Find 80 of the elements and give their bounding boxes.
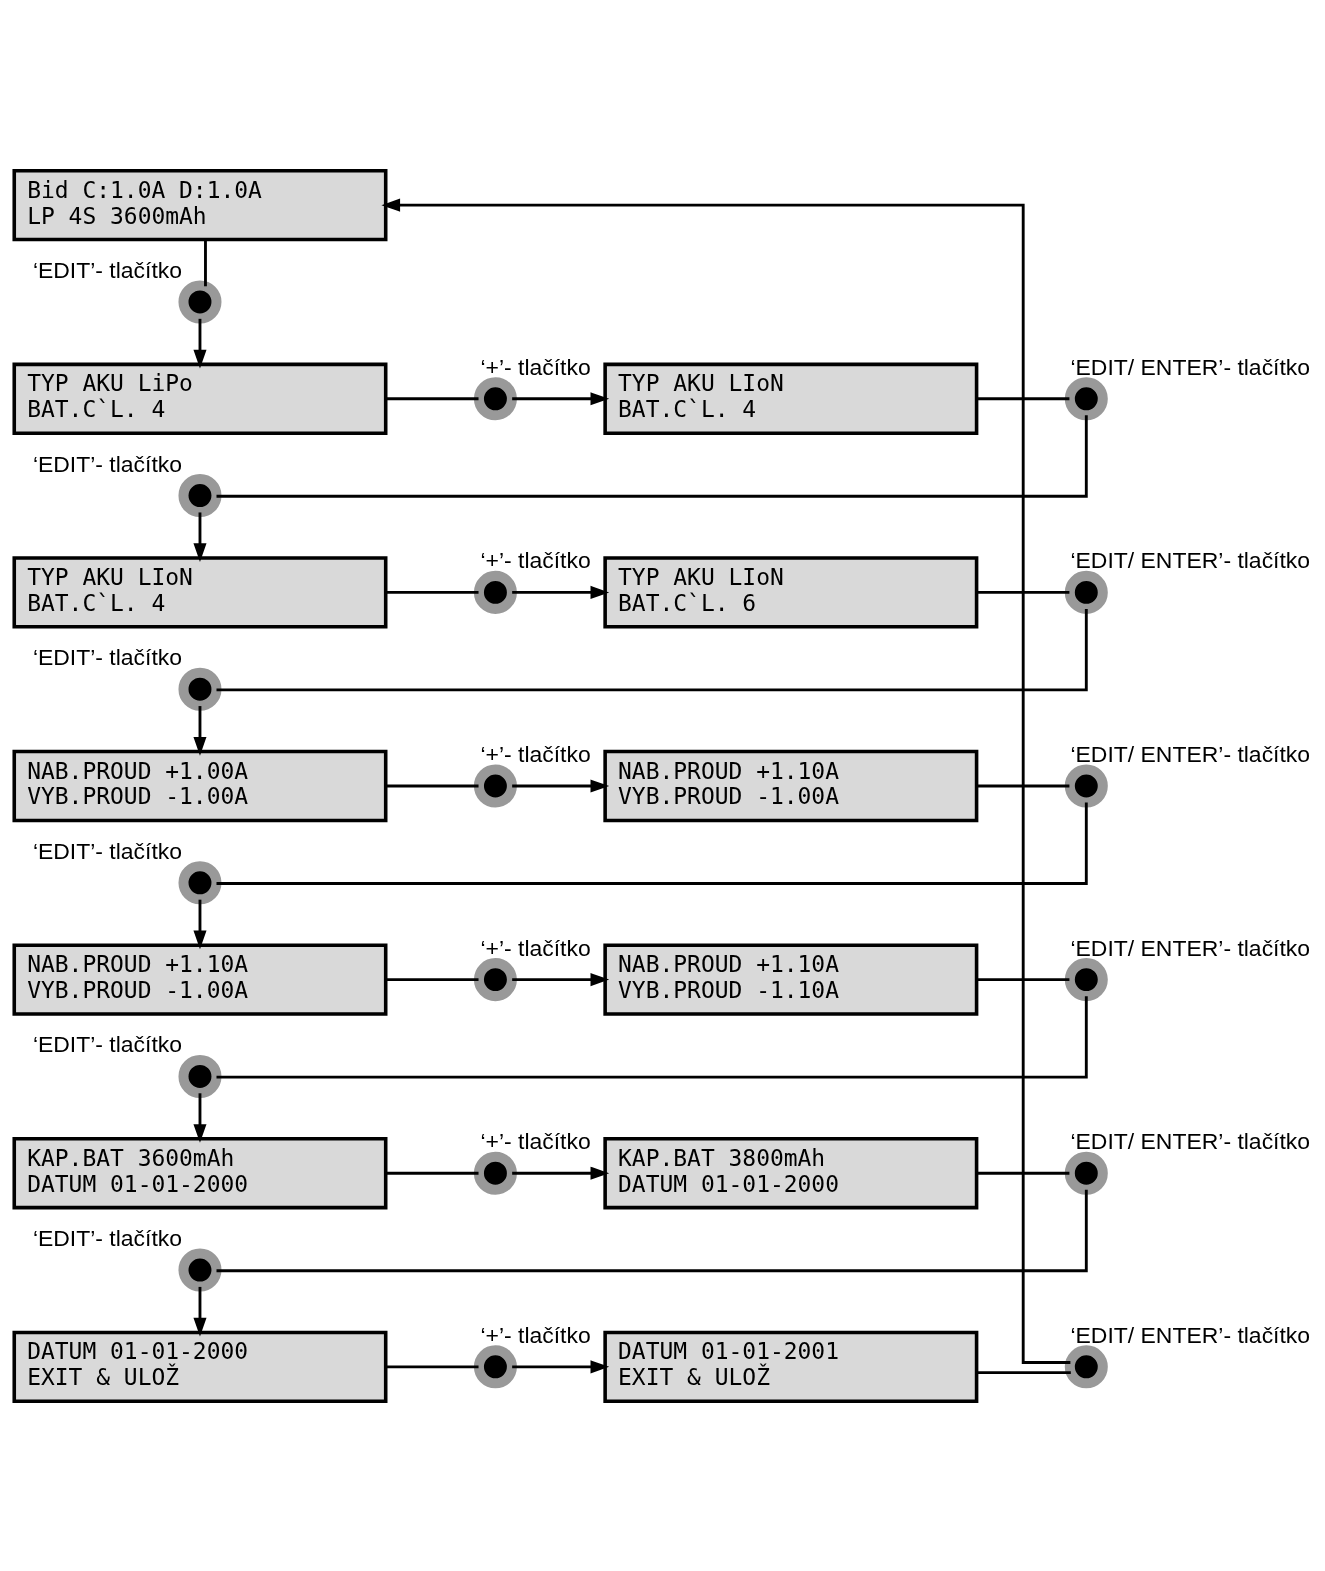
node-circle xyxy=(473,957,517,1001)
connector xyxy=(385,396,479,400)
node-box: NAB.PROUD +1.00A VYB.PROUD -1.00A xyxy=(12,749,388,822)
connector xyxy=(976,396,1070,400)
node-box: DATUM 01-01-2000 EXIT & ULOŽ xyxy=(12,1330,388,1403)
connector xyxy=(204,239,207,286)
node-circle xyxy=(178,1248,222,1292)
node-circle xyxy=(1064,1151,1108,1195)
node-circle xyxy=(178,1054,222,1098)
arrow xyxy=(512,391,610,405)
arrow xyxy=(512,972,610,986)
node-circle xyxy=(178,667,222,711)
connector xyxy=(385,1171,479,1175)
connector xyxy=(976,1171,1070,1175)
node-label: ‘+’- tlačítko xyxy=(480,353,591,380)
node-box: NAB.PROUD +1.10A VYB.PROUD -1.00A xyxy=(603,749,979,822)
node-box: TYP AKU LiPo BAT.C`L. 4 xyxy=(12,362,388,435)
node-label: ‘EDIT/ ENTER’- tlačítko xyxy=(1070,353,1311,380)
node-circle xyxy=(473,376,517,420)
node-box: NAB.PROUD +1.10A VYB.PROUD -1.00A xyxy=(12,942,388,1016)
node-label: ‘+’- tlačítko xyxy=(480,1321,591,1348)
arrow xyxy=(193,899,207,949)
arrow xyxy=(512,585,610,599)
node-label: ‘+’- tlačítko xyxy=(480,1127,591,1154)
connector xyxy=(216,608,1088,691)
connector xyxy=(216,995,1088,1079)
arrow xyxy=(512,778,610,793)
connector xyxy=(385,590,479,594)
node-label: ‘EDIT’- tlačítko xyxy=(32,643,183,670)
node-circle xyxy=(178,279,222,323)
connector xyxy=(216,802,1088,885)
connector xyxy=(216,414,1088,498)
arrow xyxy=(193,1092,207,1143)
node-circle xyxy=(1064,764,1108,807)
node-circle xyxy=(473,764,517,807)
node-label: ‘EDIT’- tlačítko xyxy=(32,450,183,477)
node-circle xyxy=(1064,570,1108,614)
arrow xyxy=(193,1286,207,1336)
node-label: ‘+’- tlačítko xyxy=(480,546,591,573)
node-label: ‘EDIT/ ENTER’- tlačítko xyxy=(1070,1321,1311,1348)
node-box: KAP.BAT 3800mAh DATUM 01-01-2000 xyxy=(603,1136,979,1209)
node-circle xyxy=(1064,1344,1108,1388)
node-label: ‘+’- tlačítko xyxy=(480,740,591,767)
arrow xyxy=(512,1359,610,1373)
arrow xyxy=(193,705,207,756)
node-circle xyxy=(1064,376,1108,420)
node-label: ‘EDIT/ ENTER’- tlačítko xyxy=(1070,740,1311,767)
node-label: ‘+’- tlačítko xyxy=(480,934,591,961)
node-circle xyxy=(473,1344,517,1388)
connector xyxy=(385,784,479,787)
node-circle xyxy=(178,473,222,517)
connector xyxy=(976,1370,1071,1374)
connector xyxy=(385,1364,479,1368)
node-label: ‘EDIT’- tlačítko xyxy=(32,1030,183,1057)
node-circle xyxy=(178,860,222,904)
arrow xyxy=(381,198,1071,1364)
node-box: NAB.PROUD +1.10A VYB.PROUD -1.10A xyxy=(603,942,979,1016)
node-box: TYP AKU LIoN BAT.C`L. 4 xyxy=(12,555,388,629)
node-circle xyxy=(1064,957,1108,1001)
node-label: ‘EDIT/ ENTER’- tlačítko xyxy=(1070,546,1311,573)
node-label: ‘EDIT’- tlačítko xyxy=(32,1224,183,1251)
connector xyxy=(216,1189,1088,1272)
node-label: ‘EDIT’- tlačítko xyxy=(32,837,183,864)
arrow xyxy=(193,318,207,368)
connector xyxy=(976,784,1070,787)
node-circle xyxy=(473,1151,517,1195)
node-box: DATUM 01-01-2001 EXIT & ULOŽ xyxy=(603,1330,979,1403)
node-circle xyxy=(473,570,517,614)
arrow xyxy=(193,511,207,562)
node-box: Bid C:1.0A D:1.0A LP 4S 3600mAh xyxy=(12,168,388,241)
connector xyxy=(976,977,1070,981)
node-label: ‘EDIT/ ENTER’- tlačítko xyxy=(1070,1127,1311,1154)
connector xyxy=(385,977,479,981)
node-box: TYP AKU LIoN BAT.C`L. 6 xyxy=(603,555,979,629)
node-box: KAP.BAT 3600mAh DATUM 01-01-2000 xyxy=(12,1136,388,1209)
connector xyxy=(976,590,1070,594)
arrow xyxy=(512,1166,610,1180)
node-label: ‘EDIT/ ENTER’- tlačítko xyxy=(1070,934,1311,961)
node-box: TYP AKU LIoN BAT.C`L. 4 xyxy=(603,362,979,435)
node-label: ‘EDIT’- tlačítko xyxy=(32,256,183,283)
